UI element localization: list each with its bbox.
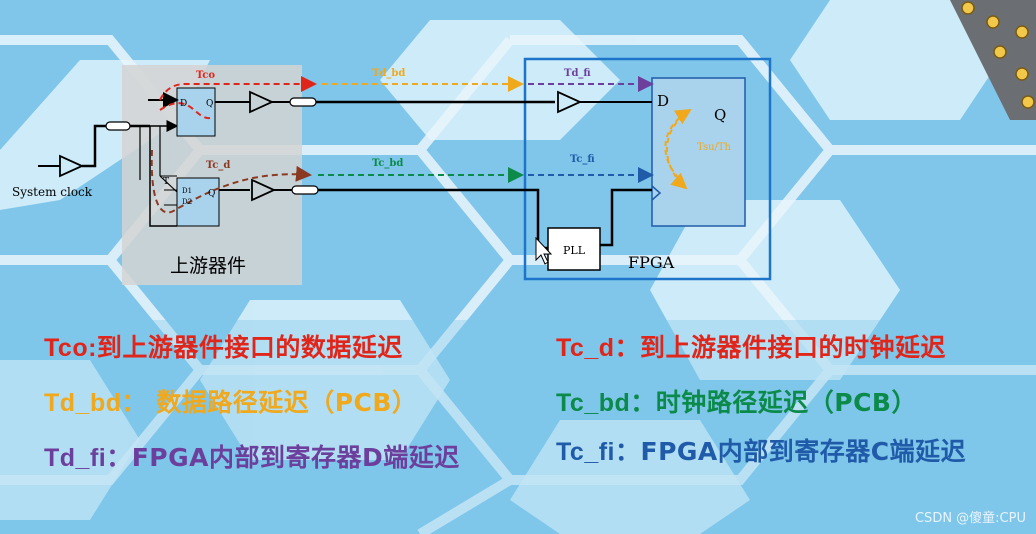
legend-tc-bd-key: Tc_bd: [556, 389, 631, 417]
legend-td-fi: Td_fi：FPGA内部到寄存器D端延迟: [44, 438, 460, 474]
upstream-label: 上游器件: [170, 255, 246, 277]
tco-curve: [159, 102, 211, 120]
ff1-d-label: D: [180, 99, 187, 109]
legend-tc-fi: Tc_fi：FPGA内部到寄存器C端延迟: [556, 432, 966, 468]
legend-tc-fi-text: ：FPGA内部到寄存器C端延迟: [615, 437, 967, 466]
data-buffer-icon: [249, 90, 275, 114]
legend-tc-d-text: ：到上游器件接口的时钟延迟: [614, 333, 947, 362]
mouse-cursor-icon: [535, 236, 553, 265]
ff2-t-label: T: [163, 177, 169, 187]
legend-td-bd-text: ： 数据路径延迟（PCB）: [121, 388, 418, 417]
data-pad: [289, 97, 317, 107]
td-fi-label: Td_fi: [564, 68, 591, 79]
legend-tc-fi-key: Tc_fi: [556, 438, 615, 466]
tc-d-label: Tc_d: [206, 160, 230, 171]
td-bd-label: Td_bd: [372, 68, 405, 79]
ff1-q-label: Q: [206, 99, 213, 109]
ff2-d2-label: D2: [182, 198, 192, 206]
legend-td-bd: Td_bd： 数据路径延迟（PCB）: [44, 383, 417, 419]
legend-td-bd-key: Td_bd: [44, 389, 122, 417]
watermark: CSDN @傻童:CPU: [914, 511, 1026, 526]
ff2-d1-label: D1: [182, 187, 192, 195]
fpga-data-buffer-icon: [557, 90, 583, 114]
clock-out-pad: [291, 185, 319, 195]
fpga-register: [651, 77, 746, 227]
pll-box: [547, 227, 601, 271]
fpga-ff-d-label: D: [657, 92, 669, 110]
fpga-label: FPGA: [628, 253, 675, 272]
legend-tc-d: Tc_d：到上游器件接口的时钟延迟: [556, 328, 946, 364]
tc-d-arrow: [150, 149, 312, 214]
legend-td-fi-text: ：FPGA内部到寄存器D端延迟: [106, 443, 460, 472]
legend-tco-text: 到上游器件接口的数据延迟: [96, 333, 403, 362]
clock-out-buffer-icon: [251, 178, 277, 202]
fpga-ff-q-label: Q: [714, 106, 726, 124]
chip-decoration: [950, 0, 1036, 120]
legend-tc-bd: Tc_bd：时钟路径延迟（PCB）: [556, 383, 917, 419]
legend-td-fi-key: Td_fi: [44, 444, 107, 472]
pll-label: PLL: [563, 244, 586, 257]
system-clock-label: System clock: [12, 185, 93, 199]
clock-buffer-icon: [59, 154, 85, 178]
legend-tco-key: Tco:: [44, 334, 97, 362]
legend-tc-bd-text: ：时钟路径延迟（PCB）: [630, 388, 917, 417]
tc-bd-label: Tc_bd: [372, 158, 403, 169]
tc-fi-label: Tc_fi: [570, 154, 595, 165]
tsu-th-label: Tsu/Th: [697, 142, 732, 153]
ff2-q-label: Q: [208, 189, 215, 199]
clock-pad: [105, 121, 131, 131]
tco-arrow: [159, 76, 317, 101]
upstream-clock-ff: [176, 177, 220, 227]
legend-tco: Tco:到上游器件接口的数据延迟: [44, 328, 403, 364]
tco-label: Tco: [196, 70, 215, 81]
legend-tc-d-key: Tc_d: [556, 334, 615, 362]
fpga-box: [523, 57, 772, 281]
